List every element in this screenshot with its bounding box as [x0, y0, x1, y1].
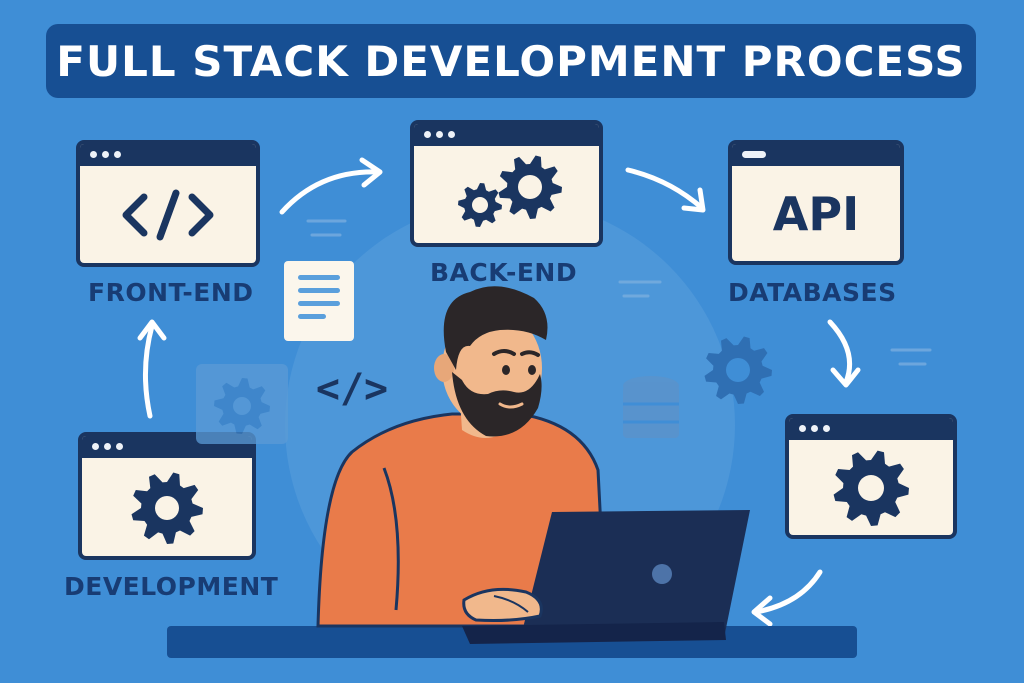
- hair: [443, 286, 548, 370]
- back-end-window: [410, 120, 603, 247]
- arrow-head: [359, 157, 383, 188]
- arrow-api-to-deploy: [827, 319, 853, 385]
- arrow-head: [751, 595, 773, 627]
- document-icon: [284, 261, 354, 341]
- api-text: API: [772, 186, 860, 241]
- laptop-base: [462, 622, 726, 644]
- process-arrows: [137, 157, 861, 627]
- floating-gear-icon: [704, 336, 772, 404]
- arrow-head: [137, 319, 167, 341]
- code-icon: [122, 189, 214, 240]
- gear-hole: [155, 495, 179, 520]
- api-window: API: [728, 140, 904, 265]
- gear-hole: [233, 397, 251, 415]
- window-titlebar: [80, 144, 256, 166]
- laptop-logo: [652, 564, 672, 584]
- gear-icon: [833, 450, 909, 526]
- gear-hole: [858, 475, 884, 501]
- laptop: [520, 510, 750, 640]
- deploy-window: [785, 414, 957, 539]
- arrow-deploy-to-laptop: [753, 569, 823, 615]
- gear-hole: [517, 175, 542, 199]
- arrow-backend-to-api: [625, 167, 705, 211]
- front-end-window: [76, 140, 260, 267]
- hand: [462, 587, 543, 622]
- gear-tile-decoration: [196, 364, 288, 444]
- arrow-head: [830, 367, 861, 388]
- title-banner: FULL STACK DEVELOPMENT PROCESS: [46, 24, 976, 98]
- gears-icon: [457, 155, 562, 227]
- back-end-label: BACK-END: [430, 258, 578, 287]
- arrow-development-to-frontend: [143, 323, 155, 419]
- beard: [452, 372, 542, 437]
- shirt: [316, 412, 608, 628]
- window-titlebar: [414, 124, 599, 146]
- arrow-head: [681, 187, 706, 213]
- window-titlebar: [732, 144, 900, 166]
- databases-label: DATABASES: [728, 278, 897, 307]
- window-titlebar: [789, 418, 953, 440]
- front-end-label: FRONT-END: [88, 278, 254, 307]
- database-icon: [623, 376, 679, 438]
- code-glyph-decoration: </>: [316, 366, 388, 412]
- development-window: [78, 432, 256, 560]
- gear-hole: [471, 197, 488, 213]
- development-label: DEVELOPMENT: [64, 572, 279, 601]
- gear-icon: [131, 472, 203, 544]
- page-title: FULL STACK DEVELOPMENT PROCESS: [56, 36, 966, 86]
- gear-hole: [726, 358, 750, 382]
- arrow-frontend-to-backend: [279, 169, 381, 215]
- faint-lines: [306, 219, 932, 366]
